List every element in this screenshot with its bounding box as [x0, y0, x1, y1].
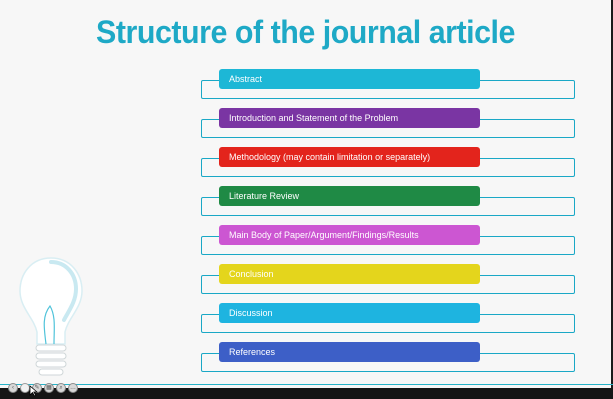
slide-title: Structure of the journal article — [96, 14, 515, 50]
structure-item: Introduction and Statement of the Proble… — [0, 108, 613, 146]
slide-baseline — [0, 384, 613, 385]
item-label-bar: Main Body of Paper/Argument/Findings/Res… — [219, 225, 480, 245]
lightbulb-icon — [19, 257, 83, 376]
structure-item: Literature Review — [0, 186, 613, 224]
item-label-bar: Methodology (may contain limitation or s… — [219, 147, 480, 167]
structure-item: Abstract — [0, 69, 613, 107]
structure-item: Discussion — [0, 303, 613, 341]
previous-button[interactable]: ‹ — [8, 383, 18, 393]
mouse-cursor-icon — [29, 385, 38, 397]
zoom-icon: ⌕ — [59, 385, 63, 391]
item-label-bar: Conclusion — [219, 264, 480, 284]
structure-item: Methodology (may contain limitation or s… — [0, 147, 613, 185]
structure-item: References — [0, 342, 613, 380]
slide: Structure of the journal article Abstrac… — [0, 0, 613, 388]
item-label-bar: Introduction and Statement of the Proble… — [219, 108, 480, 128]
item-label-bar: Discussion — [219, 303, 480, 323]
more-button[interactable]: … — [68, 383, 78, 393]
more-icon: … — [70, 385, 76, 391]
pointer-button[interactable] — [20, 383, 30, 393]
structure-item: Conclusion — [0, 264, 613, 302]
player-bar — [0, 388, 613, 399]
slides-grid-button[interactable]: ▦ — [44, 383, 54, 393]
structure-item: Main Body of Paper/Argument/Findings/Res… — [0, 225, 613, 263]
item-label-bar: References — [219, 342, 480, 362]
zoom-button[interactable]: ⌕ — [56, 383, 66, 393]
pen-icon: ✎ — [34, 385, 40, 391]
slides-grid-icon: ▦ — [46, 385, 52, 391]
item-label-bar: Literature Review — [219, 186, 480, 206]
previous-icon: ‹ — [12, 385, 14, 391]
item-label-bar: Abstract — [219, 69, 480, 89]
